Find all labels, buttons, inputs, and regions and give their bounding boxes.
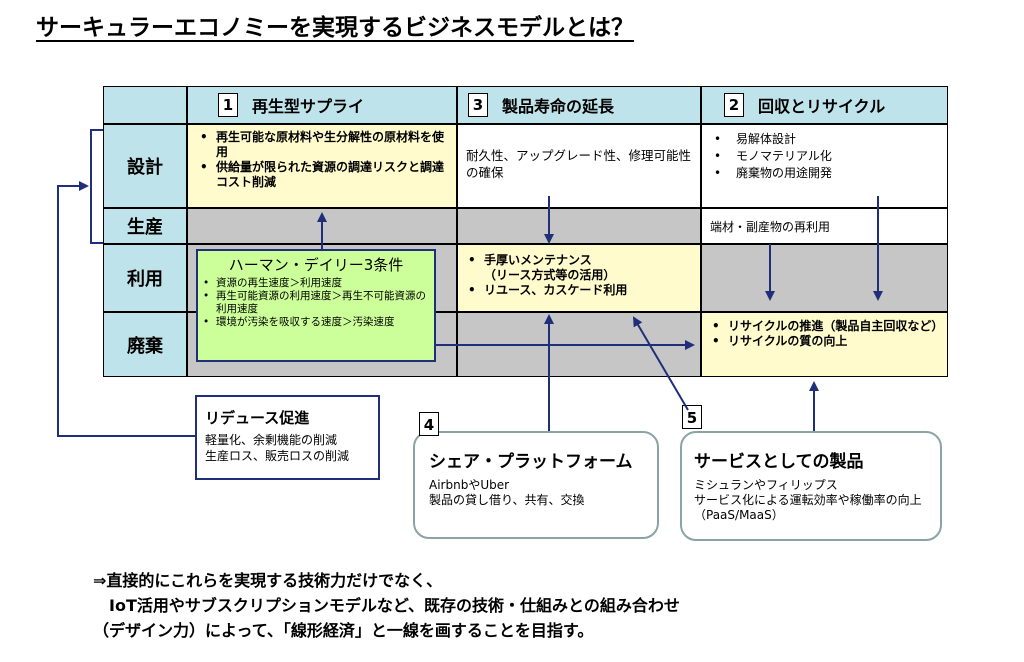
column-label-recycle: 回収とリサイクル	[758, 97, 886, 116]
cell-production-recycle: 端材・副産物の再利用	[701, 208, 948, 244]
column-number-1: 1	[218, 93, 238, 117]
column-header-life: 3 製品寿命の延長	[457, 86, 701, 124]
page-title: サーキュラーエコノミーを実現するビジネスモデルとは？	[36, 15, 634, 41]
cell-disposal-recycle: リサイクルの推進（製品自主回収など） リサイクルの質の向上	[701, 312, 948, 377]
herman-daly-title: ハーマン・デイリー3条件	[228, 256, 404, 274]
row-header-design: 設計	[103, 124, 187, 208]
product-as-service-heading: サービスとしての製品	[694, 452, 864, 472]
share-platform-heading: シェア・プラットフォーム	[429, 452, 633, 472]
row-header-production: 生産	[103, 208, 187, 244]
reduce-feedback-arrow	[57, 181, 195, 437]
column-number-2: 2	[724, 93, 744, 117]
column-label-supply: 再生型サプライ	[252, 97, 365, 116]
conclusion-line-3: （デザイン力）によって、「線形経済」と一線を画することを目指す。	[93, 621, 594, 640]
conclusion-line-1: ⇒直接的にこれらを実現する技術力だけでなく、	[93, 571, 443, 590]
design-supply-item-2: 供給量が限られた資源の調達リスクと調達コスト削減	[194, 160, 448, 190]
column-header-recycle: 2 回収とリサイクル	[701, 86, 948, 124]
cell-use-recycle	[701, 244, 948, 312]
share-platform-box: シェア・プラットフォーム AirbnbやUber 製品の貸し借り、共有、交換	[413, 431, 659, 539]
column-header-supply: 1 再生型サプライ	[187, 86, 457, 124]
use-life-item-1: 手厚いメンテナンス （リース方式等の活用）	[462, 253, 692, 283]
cell-use-life: 手厚いメンテナンス （リース方式等の活用） リユース、カスケード利用	[457, 244, 701, 312]
row-header-disposal: 廃棄	[103, 312, 187, 377]
share-platform-number: 4	[419, 412, 439, 436]
reduce-line-1: 軽量化、余剰機能の削減	[205, 433, 338, 447]
herman-daly-item-3: 環境が汚染を吸収する速度＞汚染速度	[198, 316, 434, 329]
disposal-recycle-item-1: リサイクルの推進（製品自主回収など）	[706, 319, 943, 334]
herman-daly-item-1: 資源の再生速度＞利用速度	[198, 277, 434, 290]
column-number-3: 3	[468, 93, 488, 117]
herman-daly-item-2: 再生可能資源の利用速度＞再生不可能資源の利用速度	[198, 290, 434, 316]
cell-design-supply: 再生可能な原材料や生分解性の原材料を使用 供給量が限られた資源の調達リスクと調達…	[187, 124, 457, 208]
conclusion-line-2: IoT活用やサブスクリプションモデルなど、既存の技術・仕組みとの組み合わせ	[93, 596, 680, 615]
product-as-service-number: 5	[682, 405, 702, 429]
use-life-item-2: リユース、カスケード利用	[462, 283, 692, 298]
design-supply-item-1: 再生可能な原材料や生分解性の原材料を使用	[194, 130, 448, 160]
table-corner	[103, 86, 187, 124]
column-label-life: 製品寿命の延長	[502, 97, 615, 116]
use-life-item-1-text: 手厚いメンテナンス （リース方式等の活用）	[484, 253, 616, 282]
cell-design-life: 耐久性、アップグレード性、修理可能性の確保	[457, 124, 701, 208]
reduce-box: リデュース促進 軽量化、余剰機能の削減 生産ロス、販売ロスの削減	[195, 395, 380, 480]
bracket-design-production	[90, 129, 103, 244]
product-as-service-line-2: サービス化による運転効率や稼働率の向上（PaaS/MaaS）	[694, 493, 922, 522]
share-platform-line-1: AirbnbやUber	[429, 478, 510, 492]
share-platform-line-2: 製品の貸し借り、共有、交換	[429, 493, 585, 507]
reduce-heading: リデュース促進	[205, 409, 310, 427]
design-recycle-item-2: モノマテリアル化	[708, 148, 939, 165]
row-header-use: 利用	[103, 244, 187, 312]
design-life-text: 耐久性、アップグレード性、修理可能性の確保	[466, 148, 692, 180]
cell-design-recycle: 易解体設計 モノマテリアル化 廃棄物の用途開発	[701, 124, 948, 208]
product-as-service-line-1: ミシュランやフィリップス	[694, 478, 838, 492]
design-recycle-item-3: 廃棄物の用途開発	[708, 165, 939, 182]
cell-production-life	[457, 208, 701, 244]
production-recycle-text: 端材・副産物の再利用	[710, 220, 831, 234]
reduce-line-2: 生産ロス、販売ロスの削減	[205, 449, 350, 463]
design-recycle-item-1: 易解体設計	[708, 131, 939, 148]
product-as-service-box: サービスとしての製品 ミシュランやフィリップス サービス化による運転効率や稼働率…	[680, 431, 942, 541]
arrow-service-diagonal	[632, 316, 689, 411]
conclusion-text: ⇒直接的にこれらを実現する技術力だけでなく、 IoT活用やサブスクリプションモデ…	[93, 568, 680, 643]
disposal-recycle-item-2: リサイクルの質の向上	[706, 334, 939, 349]
herman-daly-box: ハーマン・デイリー3条件 資源の再生速度＞利用速度 再生可能資源の利用速度＞再生…	[196, 249, 436, 362]
